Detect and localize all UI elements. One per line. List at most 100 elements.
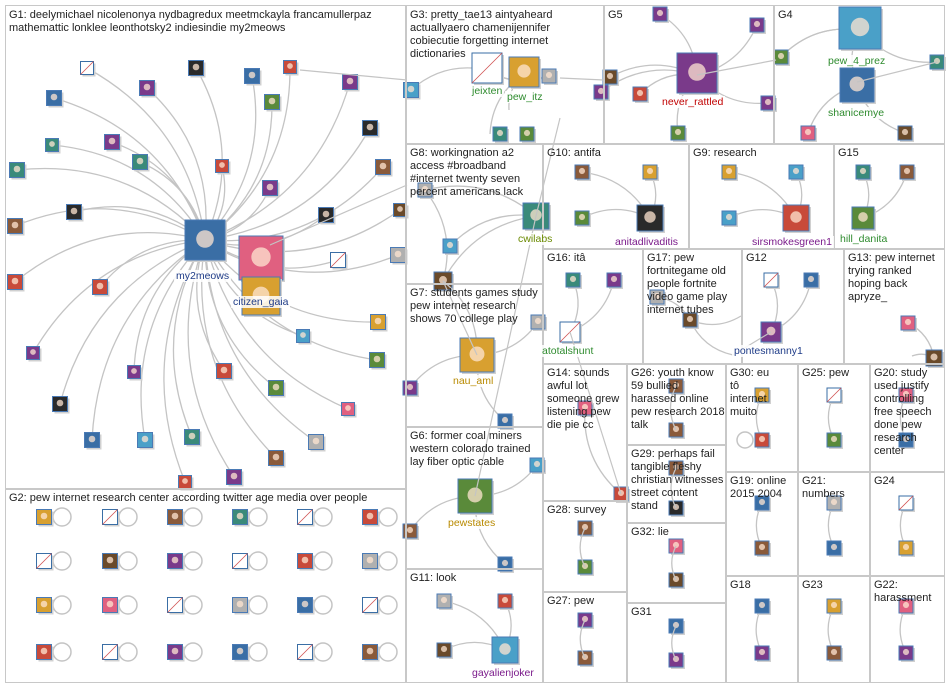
node-avatar-icon[interactable] [668, 652, 685, 669]
nau-aml-logo-icon[interactable] [459, 337, 496, 374]
node-avatar-icon[interactable] [362, 553, 380, 571]
node-avatar-icon[interactable] [36, 553, 54, 571]
node-avatar-icon[interactable] [898, 495, 915, 512]
node-avatar-pew-itz[interactable] [508, 56, 541, 89]
node-avatar-icon[interactable] [749, 17, 766, 34]
node-avatar-icon[interactable] [606, 272, 623, 289]
node-avatar-icon[interactable] [127, 365, 143, 381]
node-avatar-icon[interactable] [232, 597, 250, 615]
node-avatar-icon[interactable] [102, 597, 120, 615]
node-avatar-icon[interactable] [754, 387, 771, 404]
node-avatar-icon[interactable] [330, 252, 348, 270]
node-avatar-icon[interactable] [268, 380, 286, 398]
node-avatar-icon[interactable] [803, 272, 820, 289]
node-avatar-icon[interactable] [297, 597, 315, 615]
node-avatar-icon[interactable] [139, 80, 157, 98]
node-avatar-icon[interactable] [167, 553, 185, 571]
node-avatar-icon[interactable] [80, 61, 96, 77]
node-avatar-icon[interactable] [369, 352, 387, 370]
node-avatar-icon[interactable] [244, 68, 262, 86]
node-avatar-icon[interactable] [104, 134, 122, 152]
node-avatar-icon[interactable] [92, 279, 110, 297]
node-avatar-icon[interactable] [52, 396, 70, 414]
skull-avatar-icon[interactable] [676, 52, 719, 95]
node-avatar-icon[interactable] [268, 450, 286, 468]
node-avatar-icon[interactable] [436, 593, 453, 610]
node-avatar-icon[interactable] [215, 159, 231, 175]
node-avatar-icon[interactable] [900, 315, 917, 332]
hub-image-my2meows[interactable] [184, 219, 227, 262]
node-avatar-icon[interactable] [497, 593, 514, 610]
node-avatar-icon[interactable] [341, 402, 357, 418]
node-avatar-icon[interactable] [417, 182, 434, 199]
node-avatar-icon[interactable] [375, 159, 393, 177]
node-avatar-icon[interactable] [826, 598, 843, 615]
node-avatar-icon[interactable] [7, 274, 25, 292]
node-avatar-icon[interactable] [232, 644, 250, 662]
nau-logo-icon[interactable] [497, 413, 514, 430]
node-avatar-icon[interactable] [137, 432, 155, 450]
node-avatar-icon[interactable] [642, 164, 659, 181]
node-avatar-icon[interactable] [102, 644, 120, 662]
node-avatar-icon[interactable] [492, 126, 509, 143]
node-avatar-icon[interactable] [362, 597, 380, 615]
node-avatar-icon[interactable] [132, 154, 150, 172]
node-avatar-icon[interactable] [45, 138, 61, 154]
node-avatar-icon[interactable] [296, 329, 312, 345]
node-avatar-icon[interactable] [652, 6, 669, 23]
node-avatar-icon[interactable] [370, 314, 388, 332]
node-avatar-icon[interactable] [898, 645, 915, 662]
node-avatar-icon[interactable] [800, 125, 817, 142]
node-avatar-icon[interactable] [826, 432, 843, 449]
node-avatar-icon[interactable] [46, 90, 64, 108]
node-avatar-icon[interactable] [826, 387, 843, 404]
fist-avatar-icon[interactable] [838, 6, 883, 51]
node-avatar-icon[interactable] [898, 387, 915, 404]
node-avatar-icon[interactable] [855, 164, 872, 181]
node-avatar-icon[interactable] [898, 540, 915, 557]
node-avatar-hill-danita[interactable] [851, 206, 876, 231]
node-avatar-icon[interactable] [898, 598, 915, 615]
node-avatar-anitadlivaditis[interactable] [636, 204, 665, 233]
node-avatar-icon[interactable] [754, 645, 771, 662]
node-avatar-icon[interactable] [232, 553, 250, 571]
node-avatar-icon[interactable] [36, 597, 54, 615]
hub-image-citizen-gaia[interactable] [238, 235, 285, 282]
node-avatar-icon[interactable] [184, 429, 202, 447]
node-avatar-icon[interactable] [362, 120, 380, 138]
node-avatar-icon[interactable] [36, 644, 54, 662]
node-avatar-icon[interactable] [178, 475, 194, 491]
node-avatar-icon[interactable] [670, 125, 687, 142]
node-avatar-icon[interactable] [26, 346, 42, 362]
node-avatar-icon[interactable] [897, 125, 914, 142]
node-avatar-icon[interactable] [577, 400, 594, 417]
node-avatar-icon[interactable] [721, 210, 738, 227]
node-avatar-icon[interactable] [577, 612, 594, 629]
node-avatar-icon[interactable] [7, 218, 25, 236]
node-avatar-icon[interactable] [188, 60, 206, 78]
node-avatar-icon[interactable] [297, 509, 315, 527]
node-avatar-icon[interactable] [754, 540, 771, 557]
node-avatar-icon[interactable] [574, 210, 591, 227]
node-avatar-icon[interactable] [754, 432, 771, 449]
node-avatar-icon[interactable] [232, 509, 250, 527]
node-avatar-icon[interactable] [262, 180, 280, 198]
node-avatar-icon[interactable] [167, 509, 185, 527]
node-avatar-icon[interactable] [541, 68, 558, 85]
node-avatar-jeixten[interactable] [471, 52, 504, 85]
node-avatar-icon[interactable] [102, 509, 120, 527]
node-avatar-icon[interactable] [602, 69, 619, 86]
node-avatar-icon[interactable] [403, 82, 421, 100]
node-avatar-icon[interactable] [574, 164, 591, 181]
node-avatar-icon[interactable] [899, 164, 916, 181]
node-avatar-sirsmokesgreen1[interactable] [782, 204, 811, 233]
node-avatar-icon[interactable] [9, 162, 27, 180]
node-avatar-icon[interactable] [682, 312, 699, 329]
node-avatar-icon[interactable] [763, 272, 780, 289]
node-avatar-gayalienjoker[interactable] [491, 636, 520, 665]
node-avatar-icon[interactable] [283, 60, 299, 76]
node-avatar-icon[interactable] [649, 289, 666, 306]
node-avatar-shanicemye[interactable] [839, 67, 876, 104]
node-avatar-icon[interactable] [577, 520, 594, 537]
node-avatar-icon[interactable] [436, 642, 453, 659]
